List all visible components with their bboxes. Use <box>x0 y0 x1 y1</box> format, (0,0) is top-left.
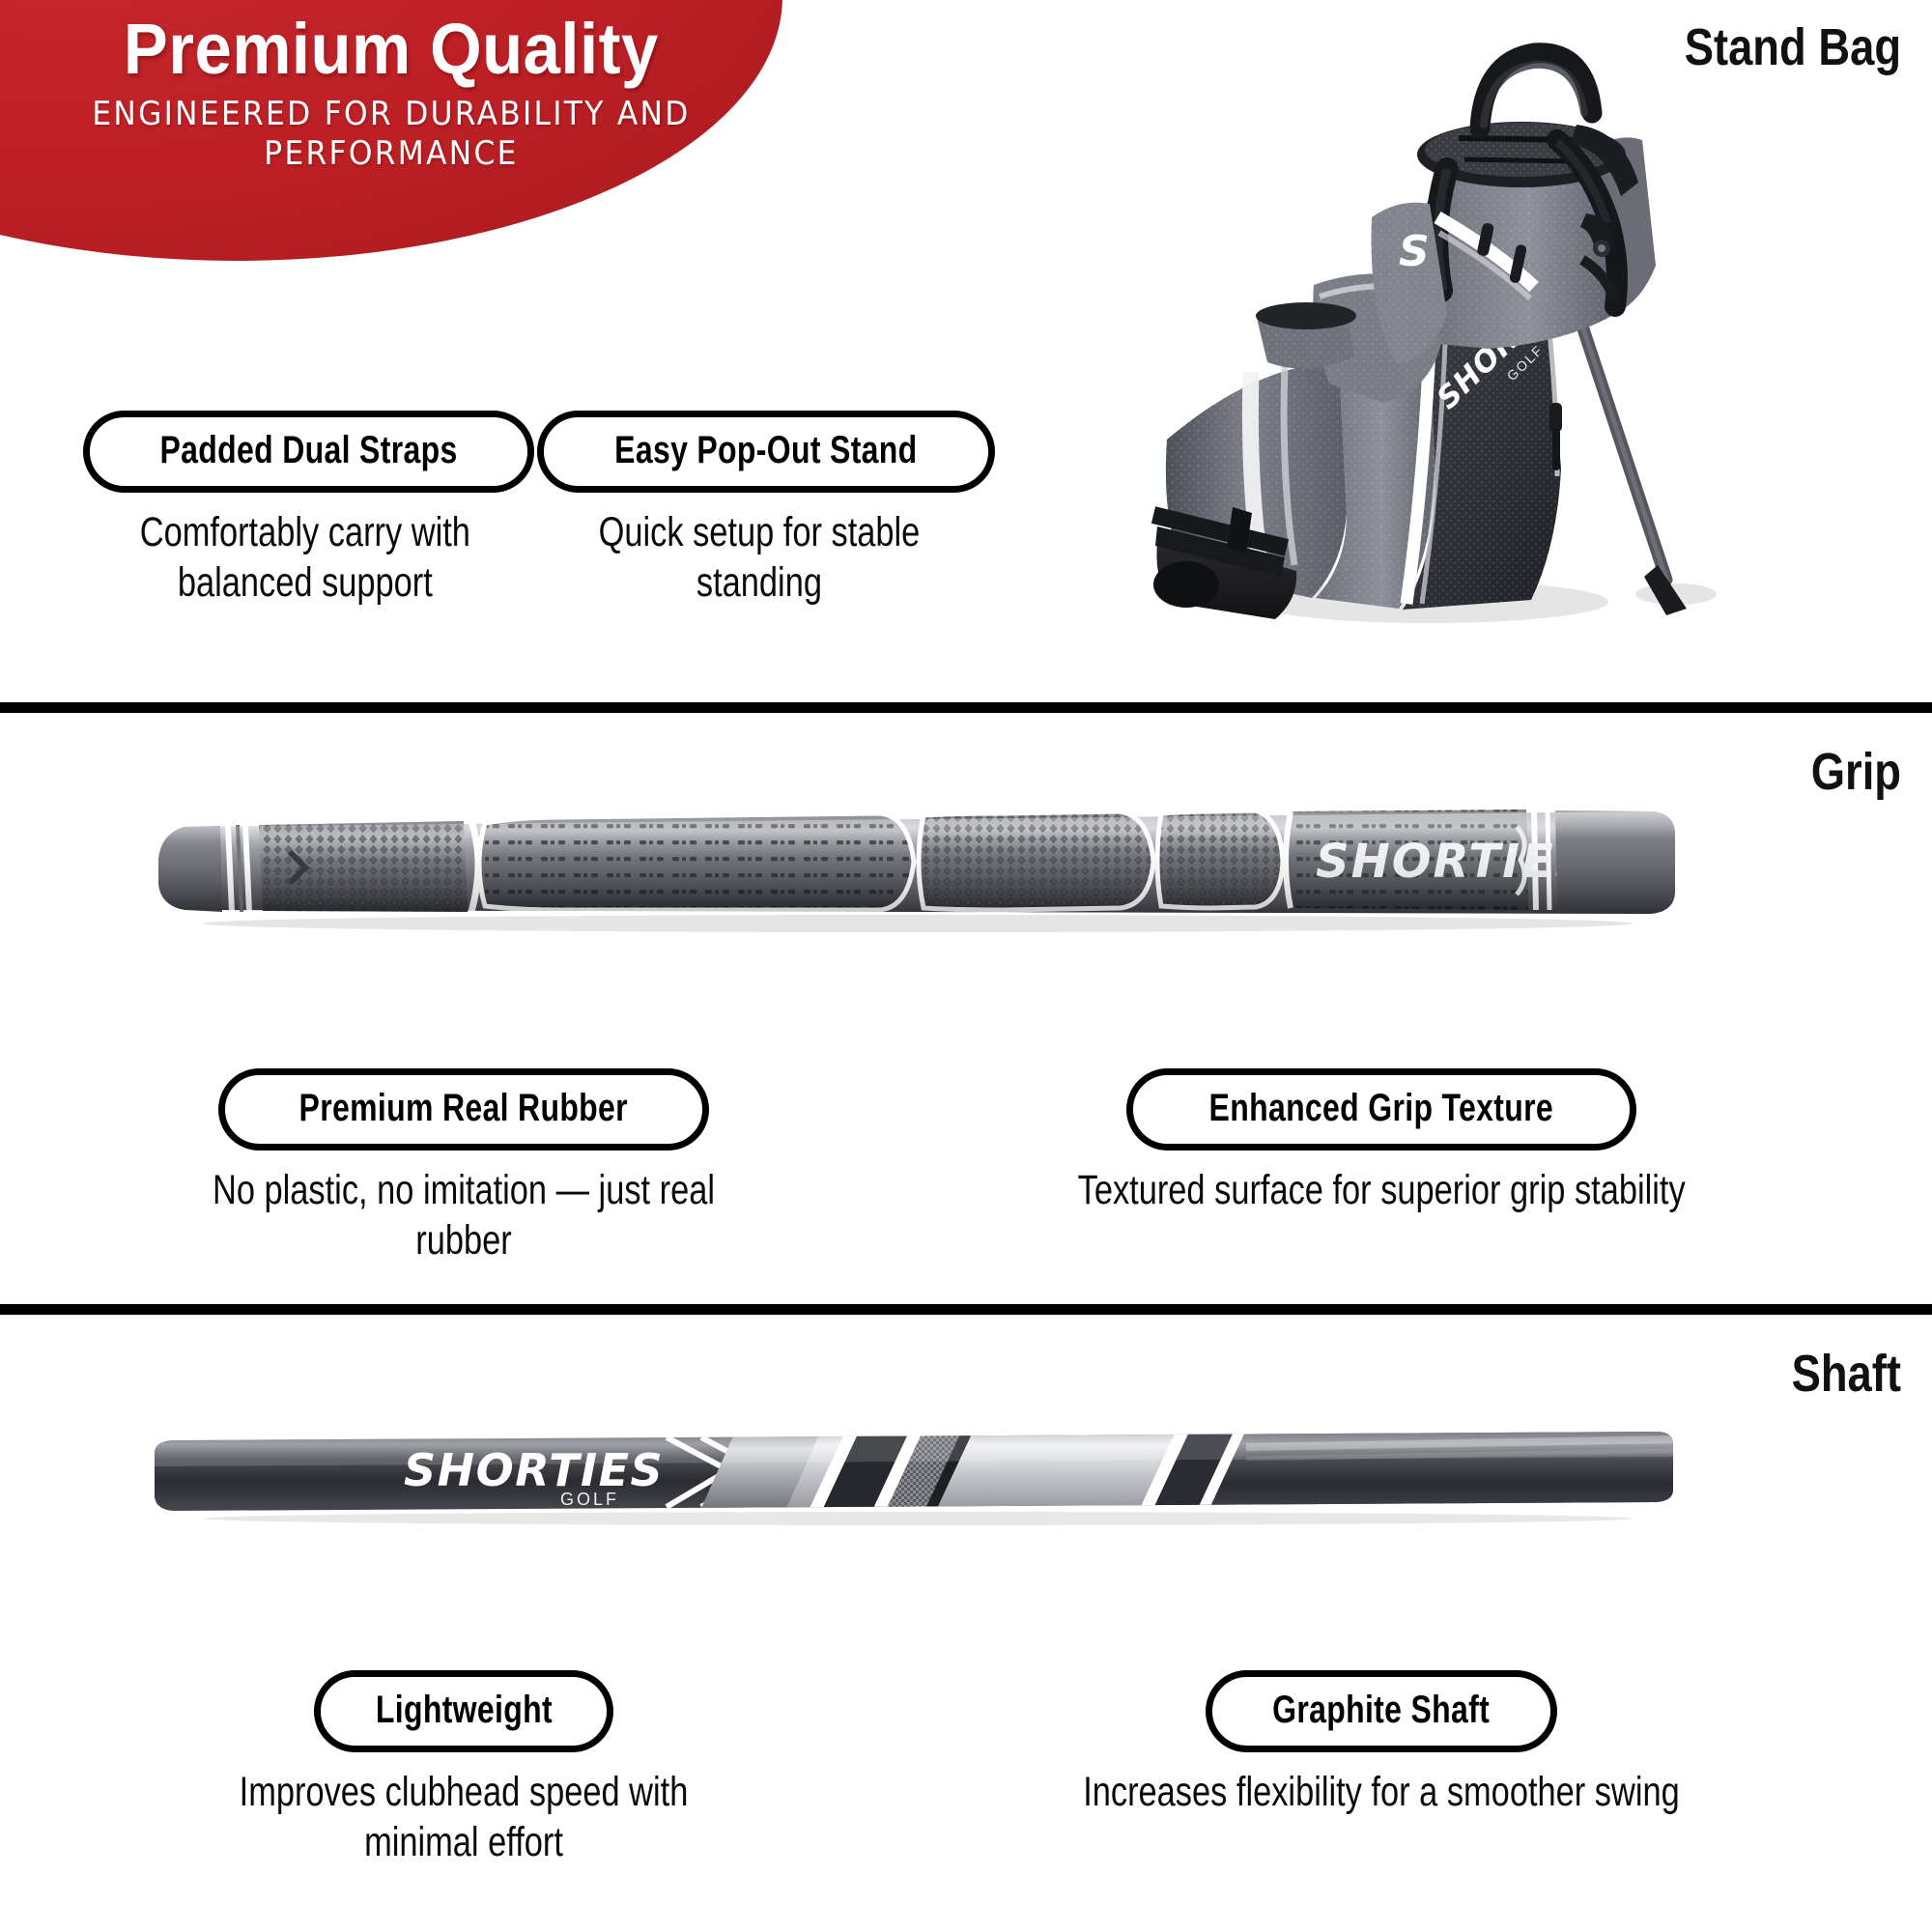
feature-description: No plastic, no imitation — just real rub… <box>212 1167 716 1264</box>
feature-premium-real-rubber: Premium Real Rubber No plastic, no imita… <box>126 1068 802 1265</box>
feature-description: Increases flexibility for a smoother swi… <box>1083 1769 1680 1815</box>
section-divider-1 <box>0 702 1932 713</box>
svg-text:SHORTIES: SHORTIES <box>404 1444 664 1496</box>
feature-padded-dual-straps: Padded Dual Straps Comfortably carry wit… <box>83 411 535 608</box>
grip-image: SHORTIES <box>145 802 1681 937</box>
feature-label: Enhanced Grip Texture <box>1208 1087 1554 1129</box>
feature-label: Easy Pop-Out Stand <box>614 429 918 471</box>
feature-label: Graphite Shaft <box>1272 1689 1491 1731</box>
section-divider-2 <box>0 1304 1932 1315</box>
zipper-pull-front <box>1549 403 1562 470</box>
bag-s-logo: S <box>1399 227 1430 276</box>
section-heading-stand-bag: Stand Bag <box>1684 18 1901 76</box>
feature-description: Textured surface for superior grip stabi… <box>1077 1167 1686 1213</box>
section-heading-grip: Grip <box>1810 743 1901 801</box>
feature-label: Padded Dual Straps <box>159 429 458 471</box>
feature-enhanced-grip-texture: Enhanced Grip Texture Textured surface f… <box>985 1068 1777 1216</box>
shaft-image: SHORTIES GOLF <box>145 1430 1681 1546</box>
feature-pill[interactable]: Graphite Shaft <box>1206 1670 1557 1752</box>
section-heading-shaft: Shaft <box>1791 1345 1901 1403</box>
stand-bag-image: SHORTIES GOLF <box>1140 24 1835 662</box>
feature-graphite-shaft: Graphite Shaft Increases flexibility for… <box>985 1670 1777 1818</box>
zipper-pull-side <box>1477 223 1527 283</box>
svg-text:GOLF: GOLF <box>560 1490 619 1509</box>
feature-description: Comfortably carry with balanced support <box>139 509 471 606</box>
feature-pill[interactable]: Easy Pop-Out Stand <box>537 411 995 493</box>
feature-pill[interactable]: Lightweight <box>313 1670 614 1752</box>
feature-description: Improves clubhead speed with minimal eff… <box>239 1769 689 1865</box>
feature-easy-pop-out-stand: Easy Pop-Out Stand Quick setup for stabl… <box>537 411 995 608</box>
banner-content: Premium Quality ENGINEERED FOR DURABILIT… <box>0 0 782 261</box>
feature-label: Premium Real Rubber <box>298 1087 629 1129</box>
feature-label: Lightweight <box>375 1689 553 1731</box>
svg-text:S: S <box>1399 227 1430 276</box>
feature-pill[interactable]: Premium Real Rubber <box>218 1068 709 1151</box>
feature-pill[interactable]: Enhanced Grip Texture <box>1126 1068 1636 1151</box>
section-grip: Grip <box>0 713 1932 1304</box>
section-stand-bag: Stand Bag <box>0 0 1932 705</box>
feature-pill[interactable]: Padded Dual Straps <box>83 411 535 493</box>
feature-lightweight: Lightweight Improves clubhead speed with… <box>126 1670 802 1867</box>
shaft-brand-logo: SHORTIES GOLF <box>404 1444 664 1509</box>
stand-hinge <box>1579 213 1621 302</box>
banner-subtitle: ENGINEERED FOR DURABILITY AND PERFORMANC… <box>92 95 691 174</box>
section-shaft: Shaft <box>0 1315 1932 1932</box>
feature-description: Quick setup for stable standing <box>598 509 921 606</box>
carry-handle <box>1469 43 1603 139</box>
premium-quality-banner: Premium Quality ENGINEERED FOR DURABILIT… <box>0 0 782 261</box>
banner-title: Premium Quality <box>124 9 659 89</box>
